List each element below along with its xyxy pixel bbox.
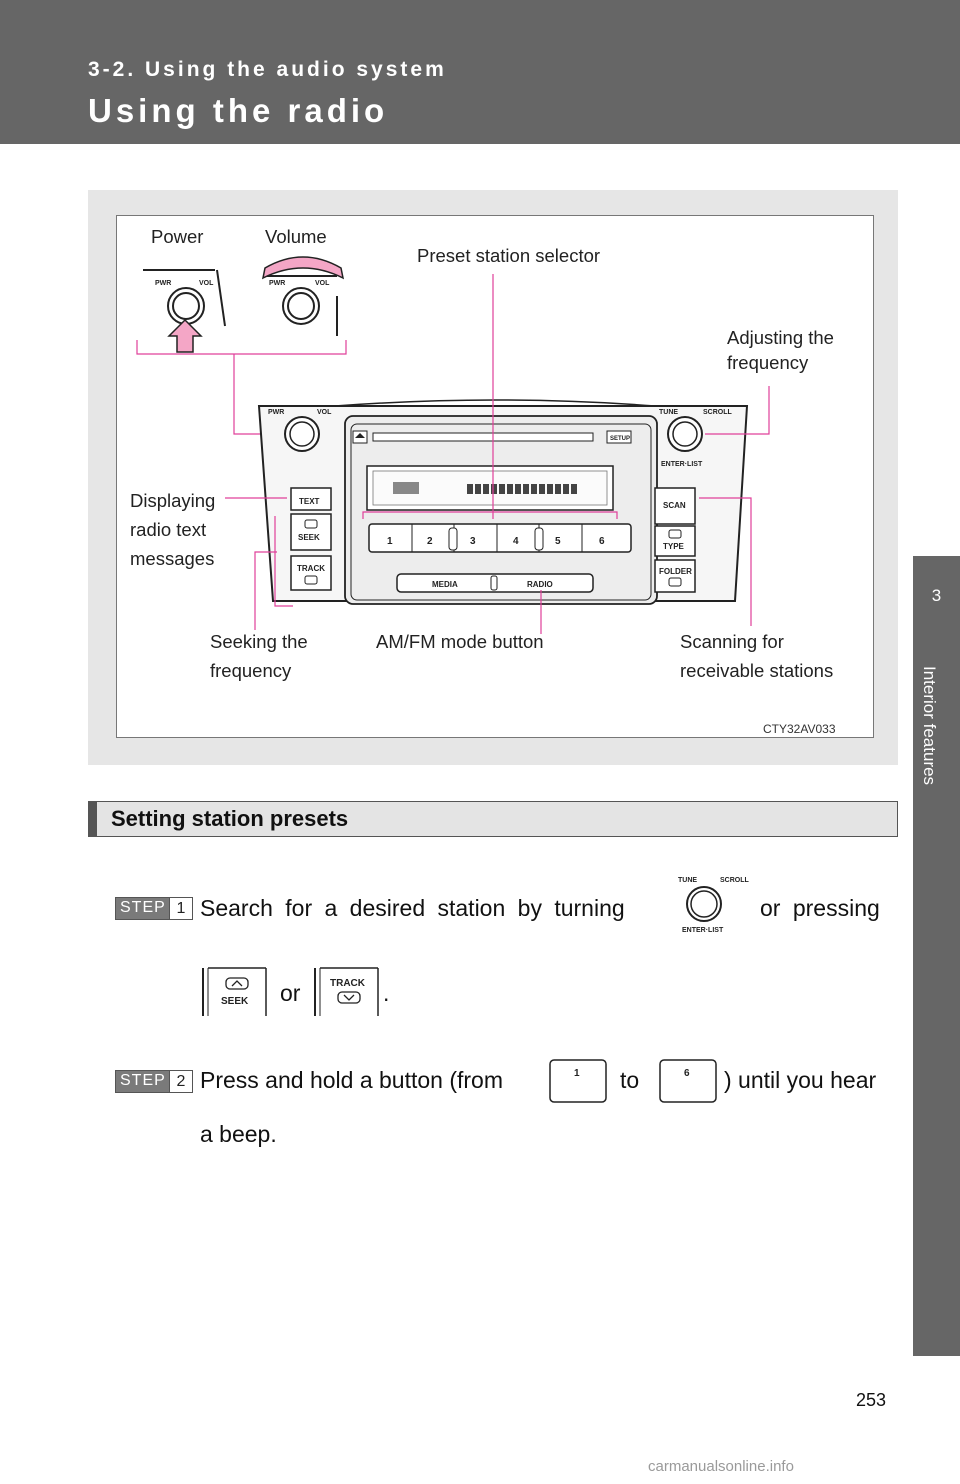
chapter-tab: 3 Interior features — [913, 556, 960, 1356]
seeking-frequency-callout: Seeking the frequency — [210, 627, 308, 685]
step-2-number: 2 — [169, 1071, 192, 1092]
preset-2-label: 2 — [427, 536, 433, 547]
scanning-line2: receivable stations — [680, 660, 834, 681]
text-button — [290, 487, 332, 511]
step-1-or: or — [280, 980, 301, 1006]
seeking-frequency-line1: Seeking the — [210, 631, 308, 652]
scan-button — [654, 487, 696, 525]
preset-1-button-icon: 1 — [548, 1058, 608, 1109]
tune-knob-icon-enter: ENTER·LIST — [682, 927, 724, 934]
adjusting-frequency-line1: Adjusting the — [727, 327, 834, 348]
heading-bar — [89, 802, 97, 836]
image-code: CTY32AV033 — [763, 722, 836, 736]
step-1-badge: STEP 1 — [115, 897, 193, 920]
adjusting-frequency-line2: frequency — [727, 352, 809, 373]
power-callout: Power — [151, 226, 204, 247]
track-button — [290, 555, 332, 591]
vol-label-small: VOL — [199, 280, 214, 287]
step-2-line2: a beep. — [200, 1121, 277, 1147]
preset-1-label: 1 — [387, 536, 393, 547]
step-2-label: STEP — [120, 1072, 166, 1089]
folder-button — [654, 559, 696, 593]
preset-6-button-icon: 6 — [658, 1058, 718, 1109]
volume-callout: Volume — [265, 226, 327, 247]
displaying-text-line2: radio text — [130, 519, 207, 540]
footer-watermark: carmanualsonline.info — [648, 1458, 794, 1475]
track-icon-label: TRACK — [330, 978, 366, 989]
displaying-text-callout: Displaying radio text messages — [130, 486, 215, 573]
page-header: 3-2. Using the audio system Using the ra… — [0, 0, 960, 144]
media-button-label: MEDIA — [432, 580, 458, 589]
radio-illustration: PWR VOL PWR VOL PWR VOL TUNE SCROLL ENTE… — [136, 256, 770, 634]
callout-lines — [225, 274, 770, 634]
type-button-label: TYPE — [663, 542, 685, 551]
chapter-title: Interior features — [920, 666, 939, 786]
scroll-label: SCROLL — [703, 409, 733, 416]
section-heading: 3-2. Using the audio system — [88, 58, 447, 81]
radio-diagram: PWR VOL PWR VOL PWR VOL TUNE SCROLL ENTE… — [116, 215, 874, 738]
adjusting-frequency-callout: Adjusting the frequency — [727, 325, 834, 375]
seek-button — [290, 513, 332, 551]
text-button-label: TEXT — [299, 497, 320, 506]
seek-button-icon: SEEK — [200, 966, 268, 1023]
tune-knob-icon: TUNE SCROLL ENTER·LIST — [674, 874, 750, 939]
cd-slot — [372, 432, 594, 442]
preset-buttons — [368, 523, 632, 553]
preset-1-icon-label: 1 — [574, 1068, 580, 1079]
step-1-text-after: or pressing — [760, 895, 880, 921]
vol-label: VOL — [317, 409, 332, 416]
preset-selector-callout: Preset station selector — [417, 245, 601, 266]
scanning-callout: Scanning for receivable stations — [680, 627, 833, 685]
step-1-number: 1 — [169, 898, 192, 919]
track-button-icon: TRACK — [312, 966, 380, 1023]
scanning-line1: Scanning for — [680, 631, 784, 652]
preset-6-label: 6 — [599, 536, 605, 547]
pwr-label-small: PWR — [155, 280, 171, 287]
page-title: Using the radio — [88, 92, 389, 129]
step-2-to: to — [620, 1067, 640, 1093]
step-1-text: Search for a desired station by turning — [200, 895, 625, 921]
displaying-text-line1: Displaying — [130, 490, 216, 511]
preset-5-label: 5 — [555, 536, 561, 547]
tune-label: TUNE — [659, 409, 678, 416]
folder-button-label: FOLDER — [659, 567, 692, 576]
seek-button-label: SEEK — [298, 533, 320, 542]
preset-3-label: 3 — [470, 536, 476, 547]
enter-list-label: ENTER·LIST — [661, 461, 703, 468]
radio-button-label: RADIO — [527, 580, 553, 589]
pwr-label-small-2: PWR — [269, 280, 285, 287]
step-2-badge: STEP 2 — [115, 1070, 193, 1093]
preset-6-icon-label: 6 — [684, 1068, 690, 1079]
seeking-frequency-line2: frequency — [210, 660, 292, 681]
tune-knob-icon-scroll: SCROLL — [720, 877, 750, 884]
preset-4-label: 4 — [513, 536, 519, 547]
track-button-label: TRACK — [297, 564, 325, 573]
chapter-number: 3 — [931, 586, 942, 605]
step-2-text: Press and hold a button (from — [200, 1067, 503, 1093]
displaying-text-line3: messages — [130, 548, 215, 569]
seek-icon-label: SEEK — [221, 996, 249, 1007]
press-arrow-icon — [167, 318, 203, 353]
subsection-heading: Setting station presets — [88, 801, 898, 837]
step-1-period: . — [383, 980, 390, 1006]
type-button — [654, 525, 696, 557]
step-2-text-after: ) until you hear — [724, 1067, 877, 1093]
subsection-title: Setting station presets — [111, 806, 349, 831]
rotate-arrow-icon — [261, 256, 345, 280]
step-1-label: STEP — [120, 899, 166, 916]
page-number: 253 — [856, 1390, 887, 1410]
eject-icon — [355, 433, 365, 438]
volume-knob-closeup — [267, 275, 338, 336]
setup-button-label: SETUP — [610, 436, 630, 442]
power-knob-closeup — [143, 269, 226, 327]
tune-knob-icon-tune: TUNE — [678, 877, 697, 884]
am-fm-callout: AM/FM mode button — [376, 631, 544, 652]
scan-button-label: SCAN — [663, 501, 686, 510]
pwr-label: PWR — [268, 409, 284, 416]
vol-label-small-2: VOL — [315, 280, 330, 287]
